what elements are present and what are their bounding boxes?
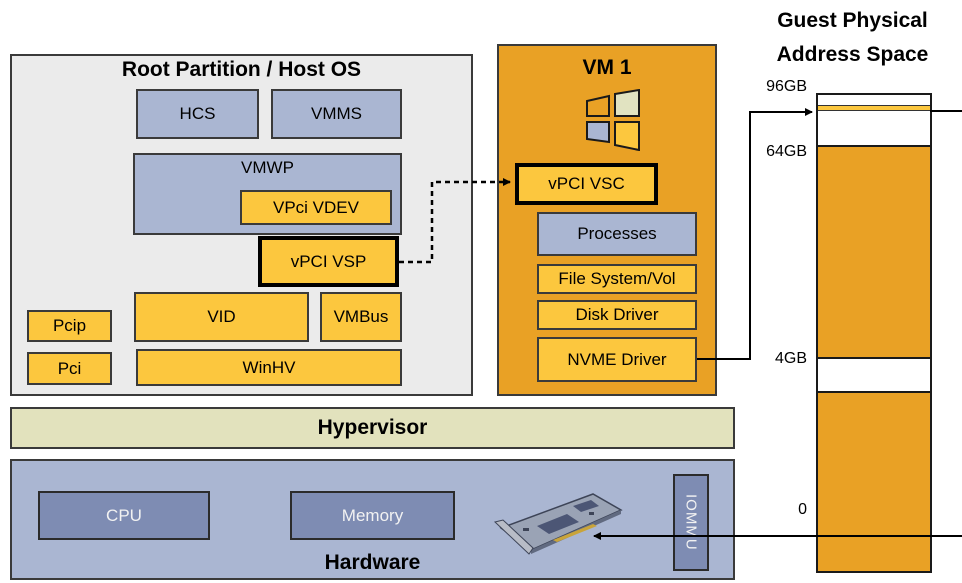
- vpci-vsp-box: vPCI VSP: [258, 236, 399, 287]
- vid-box: VID: [134, 292, 309, 342]
- pcip-box: Pcip: [27, 310, 112, 342]
- nvme-driver-box: NVME Driver: [537, 337, 697, 382]
- vmwp-label: VMWP: [241, 158, 294, 177]
- vm1-title: VM 1: [582, 56, 632, 79]
- vpci-vdev-box: VPci VDEV: [240, 190, 392, 225]
- winhv-box: WinHV: [136, 349, 402, 386]
- cpu-box: CPU: [38, 491, 210, 540]
- address-space-title: Guest Physical Address Space: [745, 4, 960, 72]
- root-partition-title: Root Partition / Host OS: [121, 58, 362, 81]
- address-label-4gb: 4GB: [774, 350, 807, 367]
- pcie-card-icon: [493, 488, 631, 560]
- processes-box: Processes: [537, 212, 697, 256]
- vmms-box: VMMS: [271, 89, 402, 139]
- nvme-to-address-arrow: [697, 108, 813, 360]
- memory-region-high: [818, 145, 930, 359]
- vpci-vsc-box: vPCI VSC: [515, 163, 658, 205]
- address-label-0: 0: [798, 501, 807, 518]
- disk-driver-box: Disk Driver: [537, 300, 697, 330]
- pci-box: Pci: [27, 352, 112, 385]
- memory-box: Memory: [290, 491, 455, 540]
- address-label-96gb: 96GB: [766, 78, 807, 95]
- address-space-title-line1: Guest Physical: [777, 9, 928, 32]
- hypervisor-label: Hypervisor: [317, 416, 428, 439]
- vmbus-box: VMBus: [320, 292, 402, 342]
- memory-region-low: [818, 391, 930, 571]
- hardware-label: Hardware: [324, 551, 421, 574]
- windows-logo-icon: [585, 88, 641, 152]
- address-label-64gb: 64GB: [766, 143, 807, 160]
- vsp-to-vsc-arrow: [399, 178, 511, 264]
- address-space-title-line2: Address Space: [776, 43, 929, 66]
- hcs-box: HCS: [136, 89, 259, 139]
- hypervisor-bar: Hypervisor: [10, 407, 735, 449]
- memory-region-top-sliver: [818, 105, 930, 111]
- file-system-box: File System/Vol: [537, 264, 697, 294]
